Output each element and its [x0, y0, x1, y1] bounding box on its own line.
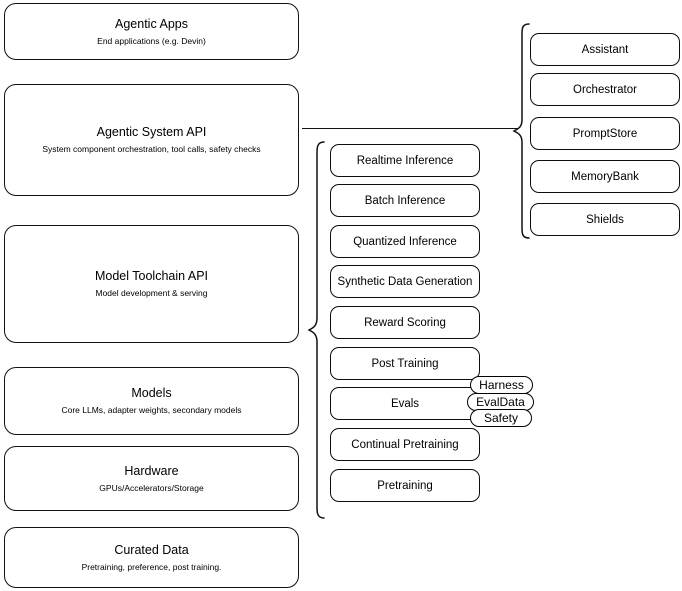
layer-title: Agentic System API — [96, 125, 207, 139]
layer-title: Curated Data — [114, 542, 189, 557]
layer-title: Agentic Apps — [115, 16, 188, 31]
system-component-promptstore[interactable]: PromptStore — [530, 117, 680, 150]
layer-subtitle: GPUs/Accelerators/Storage — [99, 482, 204, 493]
layer-subtitle: Pretraining, preference, post training. — [81, 561, 222, 572]
system-component-shields[interactable]: Shields — [530, 203, 680, 236]
connector-line-system-api-to-components — [302, 128, 518, 130]
layer-subtitle: End applications (e.g. Devin) — [97, 35, 206, 46]
evals-tag-harness[interactable]: Harness — [470, 376, 533, 394]
toolchain-item-evals[interactable]: Evals — [330, 387, 480, 420]
layer-agentic-apps[interactable]: Agentic Apps End applications (e.g. Devi… — [4, 3, 299, 60]
toolchain-item-quantized-inference[interactable]: Quantized Inference — [330, 225, 480, 258]
brace-system-components — [505, 22, 531, 240]
toolchain-item-continual-pretraining[interactable]: Continual Pretraining — [330, 428, 480, 461]
system-component-memorybank[interactable]: MemoryBank — [530, 160, 680, 193]
layer-title: Model Toolchain API — [94, 269, 209, 283]
brace-toolchain — [300, 140, 326, 520]
system-component-orchestrator[interactable]: Orchestrator — [530, 73, 680, 106]
system-component-assistant[interactable]: Assistant — [530, 33, 680, 66]
toolchain-item-post-training[interactable]: Post Training — [330, 347, 480, 380]
layer-agentic-system-api[interactable]: Agentic System API System component orch… — [4, 84, 299, 196]
layer-title: Models — [131, 386, 172, 400]
layer-title: Hardware — [124, 463, 179, 478]
layer-models[interactable]: Models Core LLMs, adapter weights, secon… — [4, 367, 299, 435]
toolchain-item-reward-scoring[interactable]: Reward Scoring — [330, 306, 480, 339]
layer-curated-data[interactable]: Curated Data Pretraining, preference, po… — [4, 527, 299, 588]
layer-subtitle: Model development & serving — [95, 288, 208, 298]
layer-subtitle: System component orchestration, tool cal… — [42, 144, 261, 154]
toolchain-item-realtime-inference[interactable]: Realtime Inference — [330, 144, 480, 177]
layer-hardware[interactable]: Hardware GPUs/Accelerators/Storage — [4, 446, 299, 511]
layer-model-toolchain-api[interactable]: Model Toolchain API Model development & … — [4, 225, 299, 343]
toolchain-item-synthetic-data-generation[interactable]: Synthetic Data Generation — [330, 265, 480, 298]
layer-subtitle: Core LLMs, adapter weights, secondary mo… — [61, 405, 242, 415]
toolchain-item-pretraining[interactable]: Pretraining — [330, 469, 480, 502]
toolchain-item-batch-inference[interactable]: Batch Inference — [330, 184, 480, 217]
evals-tag-safety[interactable]: Safety — [470, 409, 532, 427]
